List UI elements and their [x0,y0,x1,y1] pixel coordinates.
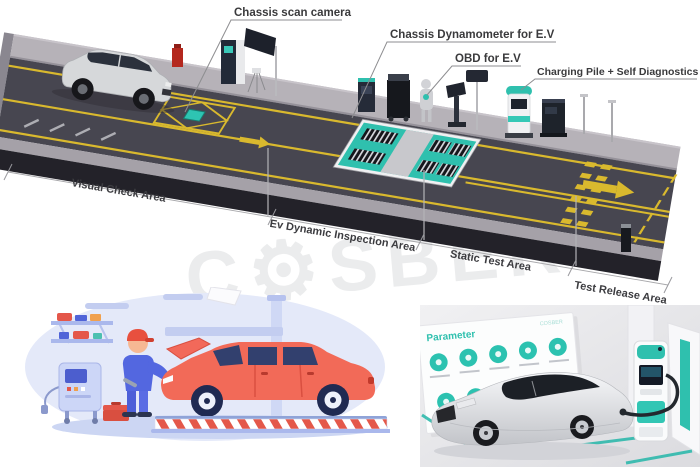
corner-post [621,226,631,252]
tool-shelf [51,313,113,344]
car-glass [501,374,600,400]
charging-demo-photo: Parameter COSBER [420,305,700,467]
car-body [161,342,376,400]
chassis-scan-kiosk [221,40,245,84]
hanging-cloth [206,287,242,306]
toolbox [57,313,72,321]
roller-set [415,159,440,174]
obd-cart [387,74,410,122]
corner-post-cap [621,224,631,228]
info-terminal [446,82,466,127]
rumble-strips [560,161,613,228]
toolbox [59,332,69,339]
lane-arrow-right [582,180,635,199]
lane-equipment [172,28,631,252]
asphalt-surface [0,57,677,250]
machine-screen [65,369,87,383]
side-window [248,347,277,365]
fire-extinguisher-box [172,44,183,67]
roller-set [347,148,387,165]
toolbox [73,331,89,339]
floor-toolbox [103,402,129,421]
ev-inspection-lane-diagram: Chassis scan camera Chassis Dynamometer … [0,7,698,307]
chassis-scanner-device [182,108,206,122]
lane-line-middle [2,98,670,213]
lane-line-middle-2 [465,181,669,218]
car-grille [161,88,172,96]
roller-set [447,143,472,157]
charging-plug [619,408,627,416]
charging-pile-photo [619,340,680,442]
mechanic-cap [127,329,148,341]
mechanic-overalls [122,355,155,391]
dyno-control-kiosk [358,78,375,112]
sidewalk-edge-shadow [9,55,677,171]
callout-leader-lines [184,19,697,119]
front-curb [0,136,664,262]
chassis-dynamometer-platform [332,118,482,188]
board-title: Parameter [426,329,476,344]
area-label-test-release: Test Release Area [573,279,668,307]
overhead-sign [244,28,277,96]
mechanic-leg [127,387,136,413]
dashed-stop-line [633,174,678,243]
roller-set [360,128,399,145]
mechanic-leg [139,387,148,413]
callout-chassis-scan-camera: Chassis scan camera [234,7,352,19]
toolbox [93,333,102,339]
roller-set [435,163,460,178]
windshield [213,345,243,366]
car-wheel [317,384,349,416]
callout-charging-pile: Charging Pile + Self Diagnostics [537,66,698,78]
lane-arrow-left [239,136,271,149]
ceiling-lamps [85,294,203,309]
dimension-line [3,163,673,294]
car-headlight [455,397,477,410]
garage-illustration [25,287,390,441]
red-car [161,337,376,417]
test-car-3d [51,49,175,113]
car-grille [436,405,456,423]
lane-line-back [8,64,676,180]
hatch-markings [23,118,117,141]
side-window [283,347,318,365]
brochure-accent-stripe [680,339,690,431]
car-wheel [191,385,223,417]
headlight [163,375,173,384]
open-hood [165,337,212,360]
car-headlight [165,82,172,87]
toolbox [90,314,101,321]
charging-cable [624,373,680,417]
tripod-camera [247,68,266,93]
callout-obd: OBD for E.V [455,53,521,65]
platform-front-face [0,148,662,281]
robot-figure [420,79,433,122]
platform-center-plate [380,129,434,177]
callout-chassis-dynamometer: Chassis Dynamometer for E.V [390,29,555,41]
light-poles [580,94,616,142]
striped-ramp [151,416,390,433]
boundary-marker-poles [267,148,577,266]
sign-pole-panel [466,70,488,130]
roller-set [428,139,452,154]
charging-pile-3d [505,86,533,138]
diagnostics-kiosk [540,99,567,137]
car-wheel [570,415,594,439]
car-shadow [434,442,630,460]
model-car [431,372,634,446]
taillight [368,377,374,384]
wrench [123,378,137,388]
board-logo: COSBER [539,319,563,327]
toolbox [75,315,87,321]
diagnostic-machine [41,362,102,424]
car-wheel [473,420,499,446]
road-end-cap [0,32,14,169]
lane-line-front [0,128,665,244]
camera-dot [658,347,662,351]
scan-box-marking [152,95,237,135]
